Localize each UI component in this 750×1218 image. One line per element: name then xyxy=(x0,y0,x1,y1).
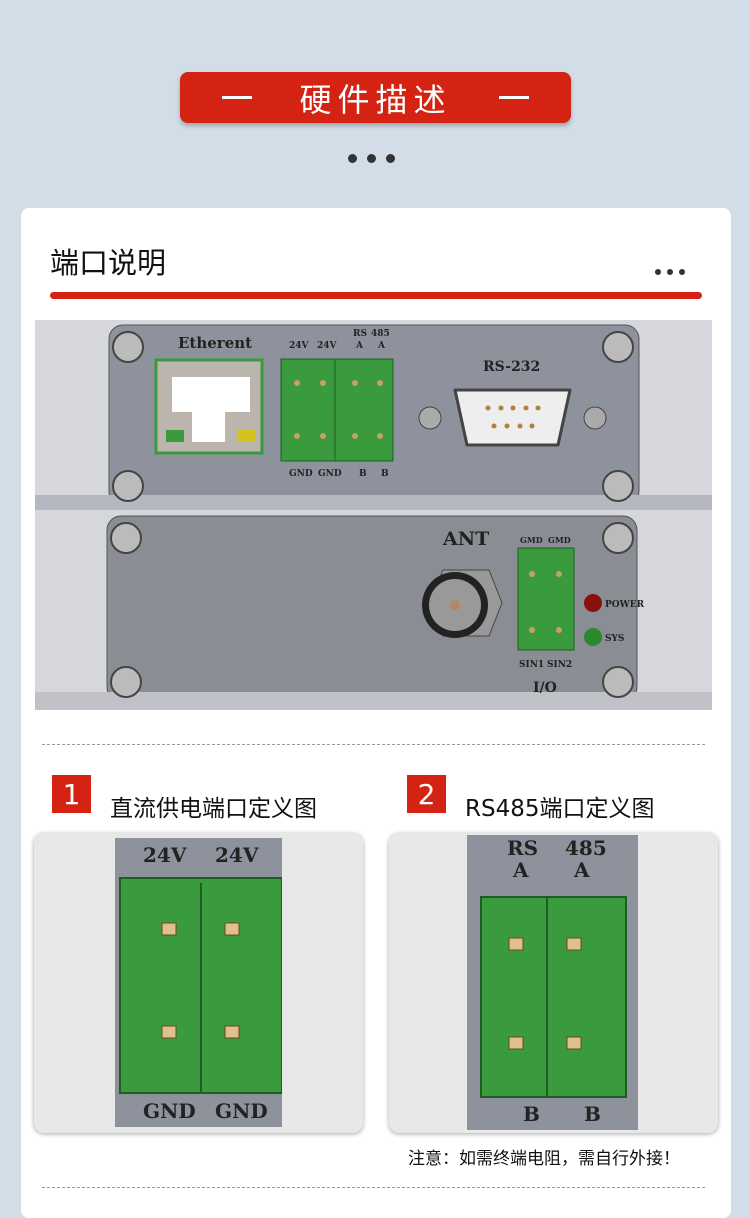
termination-note: 注意：如需终端电阻，需自行外接！ xyxy=(408,1149,680,1169)
label-a-2: A xyxy=(573,858,590,882)
header-title: 硬件描述 xyxy=(299,80,452,119)
label-sin2: SIN2 xyxy=(547,660,572,670)
sys-label: SYS xyxy=(605,634,624,644)
diagram-title: RS485端口定义图 xyxy=(465,796,655,822)
label-24v-1: 24V xyxy=(143,843,187,867)
label-485: 485 xyxy=(565,836,607,860)
power-port-diagram: 24V 24V GND GND xyxy=(34,833,363,1133)
more-icon xyxy=(655,269,685,275)
diagram-number-badge: 2 xyxy=(407,775,446,813)
label-rs: RS xyxy=(507,836,538,860)
label-rs: RS xyxy=(353,329,367,339)
rs232-label: RS-232 xyxy=(483,359,540,375)
diagram-title: 直流供电端口定义图 xyxy=(110,796,317,822)
label-gnd-1: GND xyxy=(143,1099,196,1123)
label-b-2: B xyxy=(381,469,389,479)
label-24v-2: 24V xyxy=(215,843,259,867)
io-label: I/O xyxy=(533,680,557,696)
label-sin1: SIN1 xyxy=(519,660,544,670)
device-panel-image: Etherent 24V 24V RS 485 A A GND GND B B … xyxy=(35,320,712,710)
power-led xyxy=(584,594,602,612)
label-gnd-2: GND xyxy=(215,1099,268,1123)
diagram-number-badge: 1 xyxy=(52,775,91,813)
rs485-port-diagram: RS 485 A A B B xyxy=(389,833,718,1133)
label-gnd-1: GND xyxy=(289,469,313,479)
dash-right xyxy=(499,96,529,99)
ethernet-label: Etherent xyxy=(178,334,252,352)
label-a-1: A xyxy=(512,858,529,882)
label-b-1: B xyxy=(523,1102,540,1126)
label-gnd-2: GND xyxy=(318,469,342,479)
power-connector-image: 24V 24V GND GND xyxy=(115,838,282,1127)
label-gmd-2: GMD xyxy=(548,535,571,545)
label-a-2: A xyxy=(377,341,386,351)
sys-led xyxy=(584,628,602,646)
label-485: 485 xyxy=(371,329,390,339)
label-24v-2: 24V xyxy=(317,341,338,351)
label-gmd-1: GMD xyxy=(520,535,543,545)
rs485-connector-image: RS 485 A A B B xyxy=(467,835,638,1130)
ant-label: ANT xyxy=(442,528,489,550)
label-b-2: B xyxy=(584,1102,601,1126)
divider xyxy=(42,1187,705,1188)
label-a-1: A xyxy=(355,341,364,351)
section-header-banner: 硬件描述 xyxy=(180,72,571,123)
dash-left xyxy=(222,96,252,99)
label-24v-1: 24V xyxy=(289,341,310,351)
divider xyxy=(42,744,705,745)
power-label: POWER xyxy=(605,600,645,610)
section-title: 端口说明 xyxy=(50,246,167,280)
title-underline xyxy=(50,292,702,299)
label-b-1: B xyxy=(359,469,367,479)
decorative-dots xyxy=(348,154,395,163)
